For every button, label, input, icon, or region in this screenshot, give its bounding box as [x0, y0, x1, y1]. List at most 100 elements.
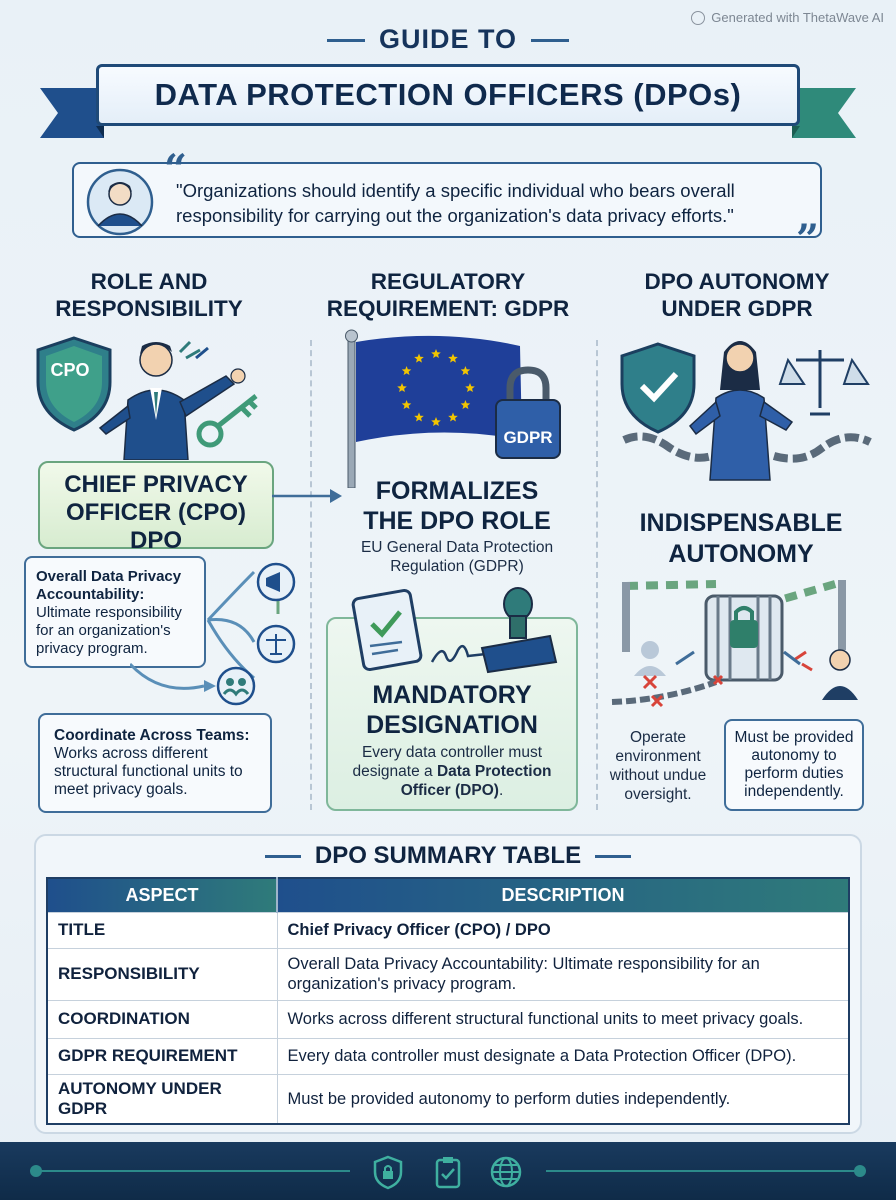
table-row: GDPR REQUIREMENT Every data controller m… [47, 1037, 849, 1074]
row-description: Chief Privacy Officer (CPO) / DPO [277, 911, 849, 948]
mandatory-text-bold: Data Protection Officer (DPO) [400, 763, 552, 799]
shield-lock-icon [373, 1155, 403, 1190]
watermark: Generated with ThetaWave AI [691, 10, 884, 25]
mandatory-line2: DESIGNATION [366, 711, 538, 739]
autonomy-illustration [620, 341, 872, 481]
mandatory-text-post: . [498, 782, 504, 799]
eu-star-icon [414, 353, 424, 363]
gdpr-column-title: REGULATORY REQUIREMENT: GDPR [303, 268, 593, 322]
barrier-illustration [611, 578, 858, 708]
signature-icon [430, 644, 487, 663]
check-shield-icon [620, 342, 696, 434]
row-description: Overall Data Privacy Accountability: Ult… [277, 947, 849, 1000]
eu-star-icon [401, 400, 412, 409]
summary-title-text: DPO SUMMARY TABLE [314, 842, 582, 869]
arrow-right-icon [272, 489, 342, 503]
role-title-line2: RESPONSIBILITY [55, 296, 243, 321]
autonomy-title-line2: UNDER GDPR [661, 296, 813, 321]
cage-lock-icon [704, 594, 784, 682]
cpo-badge-line2: OFFICER (CPO) [66, 499, 246, 526]
close-quote-icon: ” [796, 216, 820, 263]
coordination-branches [130, 562, 296, 706]
formalizes-line1: FORMALIZES [375, 477, 539, 505]
provided-text: Must be provided autonomy to perform dut… [734, 729, 854, 800]
mandatory-heading: MANDATORY DESIGNATION [326, 680, 578, 740]
watermark-text: Generated with ThetaWave AI [711, 10, 884, 25]
padlock-icon [495, 366, 561, 459]
eu-star-icon [460, 366, 471, 375]
team-icon [216, 666, 256, 706]
accountability-text: Ultimate responsibility for an organizat… [36, 604, 182, 657]
scales-icon [256, 624, 296, 664]
formalizes-heading: FORMALIZES THE DPO ROLE [312, 476, 602, 536]
megaphone-icon [256, 562, 296, 602]
title-banner: DATA PROTECTION OFFICERS (DPOs) [40, 62, 856, 142]
eu-star-icon [448, 412, 458, 422]
summary-title: DPO SUMMARY TABLE [0, 842, 896, 870]
eu-star-icon [431, 417, 441, 426]
row-aspect: RESPONSIBILITY [47, 947, 278, 1000]
globe-icon [490, 1156, 522, 1188]
row-description: Works across different structural functi… [277, 999, 849, 1038]
quote-box: "Organizations should identify a specifi… [72, 162, 822, 238]
document-stamp-illustration [351, 587, 558, 674]
indispensable-line2: AUTONOMY [668, 540, 814, 568]
table-row: RESPONSIBILITY Overall Data Privacy Acco… [47, 947, 849, 1000]
table-row: AUTONOMY UNDER GDPR Must be provided aut… [47, 1073, 849, 1124]
manager-icon [783, 649, 858, 700]
flagpole-icon [345, 329, 358, 488]
cpo-badge: CHIEF PRIVACY OFFICER (CPO) DPO [38, 461, 274, 554]
eu-flag-icon [356, 335, 522, 442]
coordinate-text: Works across different structural functi… [54, 745, 243, 798]
row-description: Must be provided autonomy to perform dut… [277, 1073, 849, 1124]
cpo-badge-line1: CHIEF PRIVACY [64, 471, 248, 498]
mandatory-text-pre: Every data controller must designate a [352, 744, 543, 780]
role-title-line1: ROLE AND [90, 269, 208, 294]
watermark-logo-icon [691, 10, 706, 25]
banner-ribbon-icon [40, 88, 856, 138]
eu-star-icon [431, 349, 441, 358]
autonomy-title-line1: DPO AUTONOMY [644, 269, 830, 294]
role-column-title: ROLE AND RESPONSIBILITY [4, 268, 294, 322]
column-divider-left [310, 340, 312, 810]
indispensable-line1: INDISPENSABLE [639, 509, 843, 537]
operate-text: Operate environment without undue oversi… [609, 729, 707, 803]
stamp-icon [480, 587, 558, 674]
eu-star-icon [465, 383, 475, 392]
summary-table: ASPECT DESCRIPTION TITLE Chief Privacy O… [46, 877, 850, 1125]
summary-header-row: ASPECT DESCRIPTION [47, 878, 849, 912]
gdpr-lock-label: GDPR [503, 428, 553, 447]
table-row: COORDINATION Works across different stru… [47, 999, 849, 1038]
cpo-shield-label: CPO [50, 360, 90, 380]
row-aspect: AUTONOMY UNDER GDPR [47, 1073, 278, 1124]
coordinate-card: Coordinate Across Teams: Works across di… [38, 713, 272, 813]
user-avatar-icon [86, 168, 154, 236]
mandatory-line1: MANDATORY [372, 681, 532, 709]
businessman-icon [98, 342, 246, 460]
regulation-line1: EU General Data Protection [360, 539, 554, 556]
regulation-line2: Regulation (GDPR) [390, 558, 524, 575]
key-icon [196, 394, 258, 448]
guide-kicker: GUIDE TO [0, 24, 896, 55]
open-quote-icon: “ [164, 146, 188, 193]
cpo-badge-line3: DPO [129, 527, 182, 554]
kicker-text: GUIDE TO [378, 24, 518, 54]
gdpr-title-line2: REQUIREMENT: GDPR [326, 296, 570, 321]
eu-flag-illustration [345, 329, 561, 488]
mandatory-text: Every data controller must designate a D… [344, 743, 560, 800]
table-row: TITLE Chief Privacy Officer (CPO) / DPO [47, 911, 849, 948]
coordinate-title: Coordinate Across Teams: [54, 727, 250, 744]
indispensable-heading: INDISPENSABLE AUTONOMY [596, 508, 886, 570]
row-aspect: TITLE [47, 911, 278, 948]
eu-star-icon [397, 383, 407, 392]
barrier-tape-icon [622, 578, 846, 652]
justice-scales-icon [778, 350, 870, 416]
row-description: Every data controller must designate a D… [277, 1037, 849, 1074]
cpo-shield-icon [36, 336, 112, 432]
clipboard-check-icon [435, 1157, 461, 1189]
provided-autonomy-card: Must be provided autonomy to perform dut… [724, 719, 864, 811]
user-ghost-icon [634, 641, 695, 690]
header-description: DESCRIPTION [277, 878, 849, 912]
eu-star-icon [460, 400, 471, 409]
businesswoman-icon [688, 341, 794, 481]
